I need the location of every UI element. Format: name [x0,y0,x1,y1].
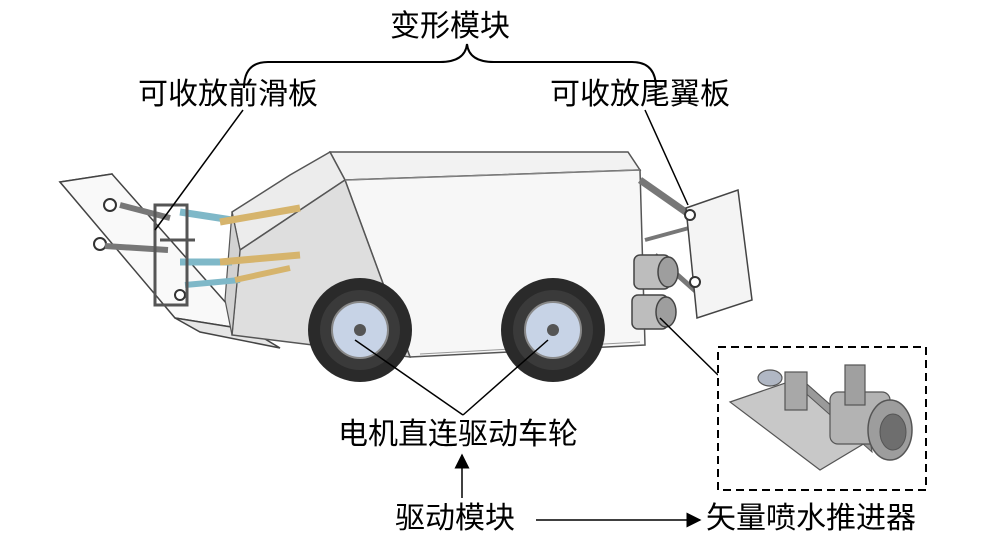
label-front-slide: 可收放前滑板 [138,77,318,112]
tail-wing-plate [637,177,753,320]
leader-tail-wing [644,109,689,206]
leader-thruster [659,317,719,376]
deform-module-brace [243,43,657,89]
wheel-rear [501,278,605,382]
front-actuators [104,202,301,307]
leader-wheel-front [354,339,464,416]
label-tail-wing: 可收放尾翼板 [550,77,730,112]
label-thruster: 矢量喷水推进器 [706,501,916,536]
wheel-front [308,278,412,382]
label-wheels: 电机直连驱动车轮 [338,417,578,452]
label-deform-module: 变形模块 [390,9,510,44]
leader-wheel-rear [462,339,549,416]
label-drive-module: 驱动模块 [395,501,515,536]
leader-front-slide [154,109,244,231]
thruster-inset [717,346,927,491]
